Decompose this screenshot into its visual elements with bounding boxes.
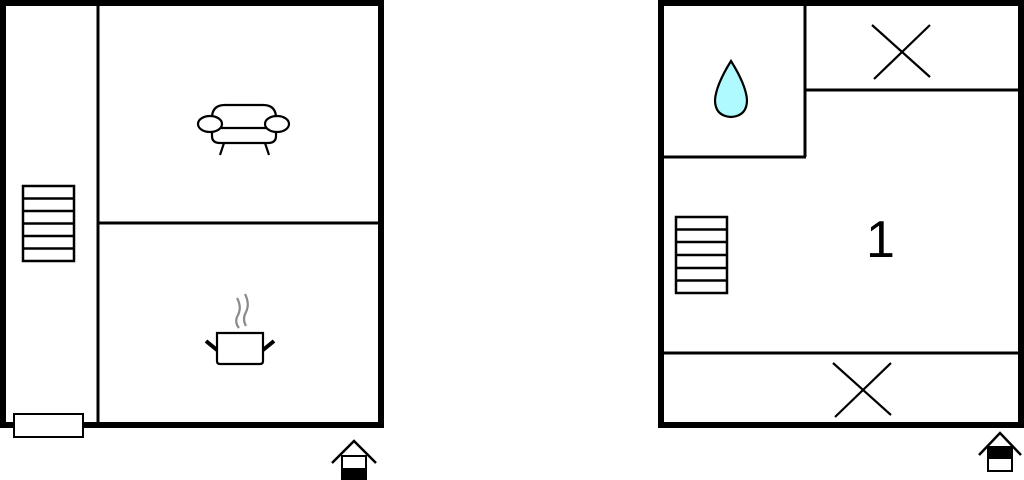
cooking-pot-icon bbox=[204, 293, 276, 366]
sofa-icon bbox=[196, 103, 291, 156]
cross-icon bbox=[832, 362, 892, 418]
window-icon bbox=[13, 413, 84, 438]
cross-icon bbox=[871, 24, 931, 80]
entrance-house-icon bbox=[978, 431, 1022, 472]
stairs-icon bbox=[21, 184, 76, 263]
first-floor-outer-wall bbox=[658, 0, 1024, 428]
ground-floor-outer-wall bbox=[0, 0, 384, 428]
first-floor-plan bbox=[658, 0, 1024, 472]
water-drop-icon bbox=[713, 58, 749, 119]
entrance-house-icon bbox=[331, 439, 377, 480]
bedroom-number-label: 1 bbox=[866, 211, 895, 269]
ground-floor-plan bbox=[0, 0, 384, 480]
stairs-icon bbox=[674, 215, 729, 295]
